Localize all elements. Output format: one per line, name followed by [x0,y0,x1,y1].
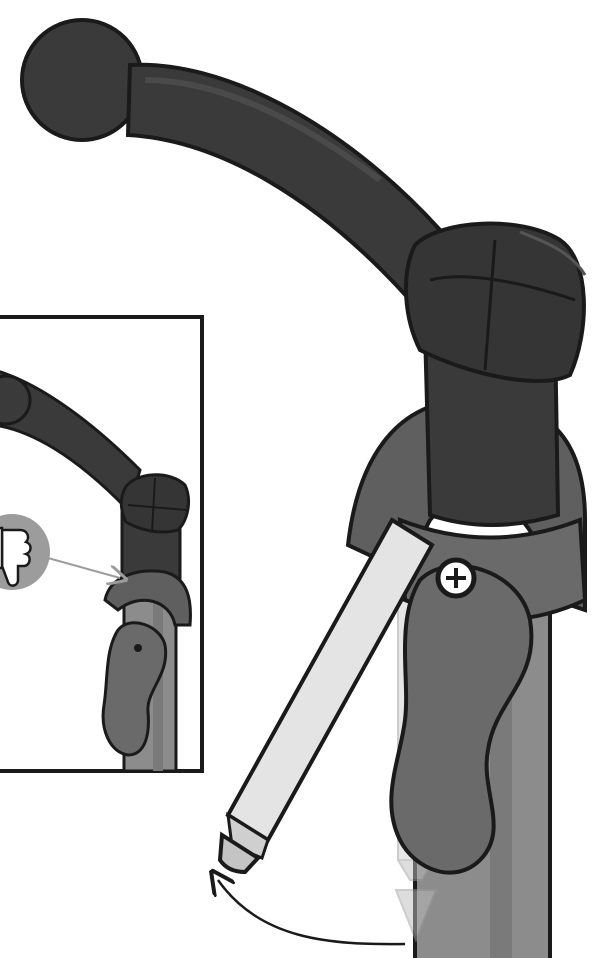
handle-joint [406,224,585,381]
handle-grip [22,20,440,300]
side-caption [596,0,601,958]
rotation-arrow [218,880,405,944]
inset-panel [0,317,202,771]
screw-icon [438,560,474,596]
